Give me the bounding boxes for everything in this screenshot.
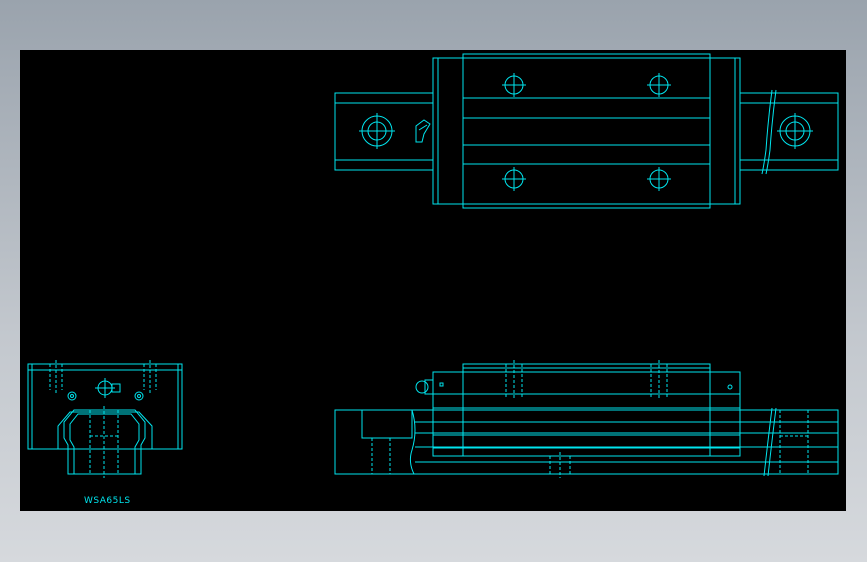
technical-drawing (27, 53, 839, 478)
top-view (334, 53, 839, 209)
carriage-outer (432, 57, 741, 205)
grease-nipple-side (415, 380, 429, 394)
cad-drawing-canvas[interactable]: WSA65LS (20, 50, 846, 511)
rail-side (334, 409, 839, 475)
carriage-side-outer (432, 371, 741, 457)
grease-nipple-top (415, 119, 431, 143)
side-view (334, 360, 839, 478)
rail-end-cap (361, 409, 413, 439)
carriage-body (462, 53, 711, 209)
end-rail-profile (63, 409, 146, 475)
carriage-tapped-holes (505, 360, 668, 400)
end-view (27, 360, 183, 478)
end-carriage-outer (27, 363, 183, 450)
carriage-holes-top (502, 73, 671, 191)
part-label: WSA65LS (84, 496, 131, 506)
